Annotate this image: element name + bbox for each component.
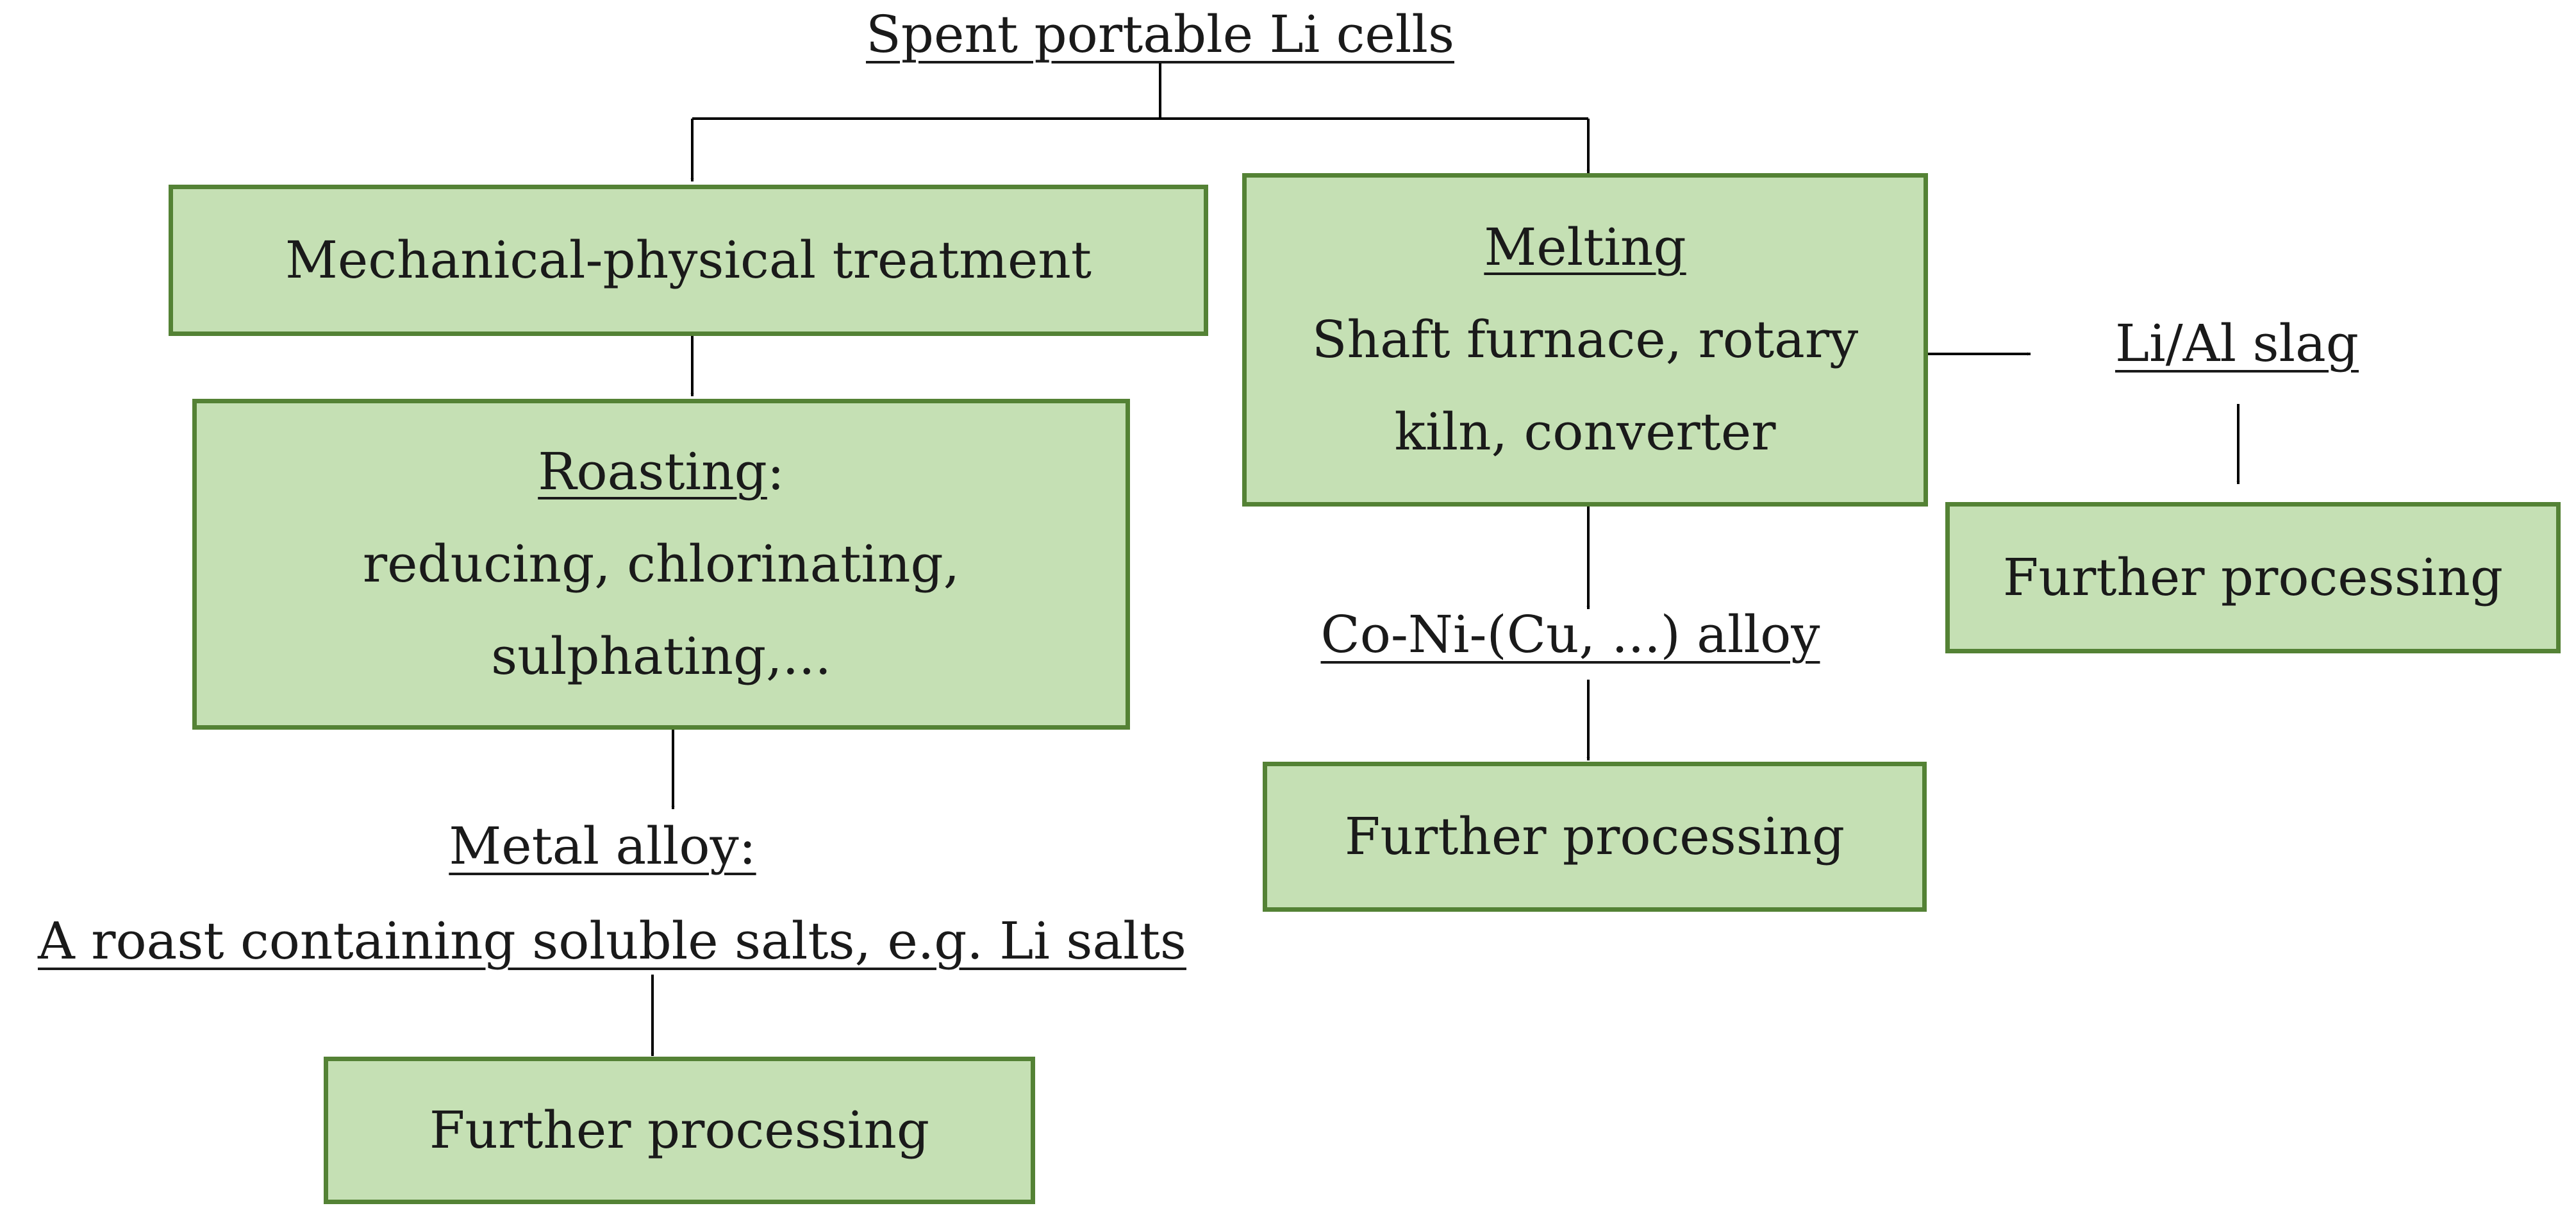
roasting-title: Roasting xyxy=(538,442,767,501)
further-processing-label-right: Further processing xyxy=(2002,548,2504,607)
melting-line-2: kiln, converter xyxy=(1394,402,1776,462)
roasting-title-colon: : xyxy=(767,442,785,501)
metal-alloy-description: A roast containing soluble salts, e.g. L… xyxy=(38,911,1186,971)
further-processing-box-left: Further processing xyxy=(324,1057,1035,1204)
roasting-title-line: Roasting: xyxy=(538,426,785,518)
mechanical-treatment-box: Mechanical-physical treatment xyxy=(169,185,1208,336)
melting-line-1: Shaft furnace, rotary xyxy=(1311,310,1859,369)
further-processing-label-middle: Further processing xyxy=(1344,807,1845,866)
further-processing-box-right: Further processing xyxy=(1945,502,2561,653)
melting-box: Melting Shaft furnace, rotary kiln, conv… xyxy=(1242,173,1928,507)
further-processing-box-middle: Further processing xyxy=(1263,762,1927,912)
source-label: Spent portable Li cells xyxy=(865,4,1454,64)
roasting-line-1: reducing, chlorinating, xyxy=(362,534,960,594)
roasting-line-2: sulphating,... xyxy=(491,626,831,686)
slag-label: Li/Al slag xyxy=(2115,314,2359,373)
mechanical-treatment-label: Mechanical-physical treatment xyxy=(285,230,1092,290)
melting-title: Melting xyxy=(1484,217,1686,277)
alloy-label: Co-Ni-(Cu, ...) alloy xyxy=(1320,605,1820,664)
metal-alloy-label: Metal alloy: xyxy=(449,816,756,876)
further-processing-label-left: Further processing xyxy=(429,1100,930,1160)
roasting-box: Roasting: reducing, chlorinating, sulpha… xyxy=(192,399,1130,730)
